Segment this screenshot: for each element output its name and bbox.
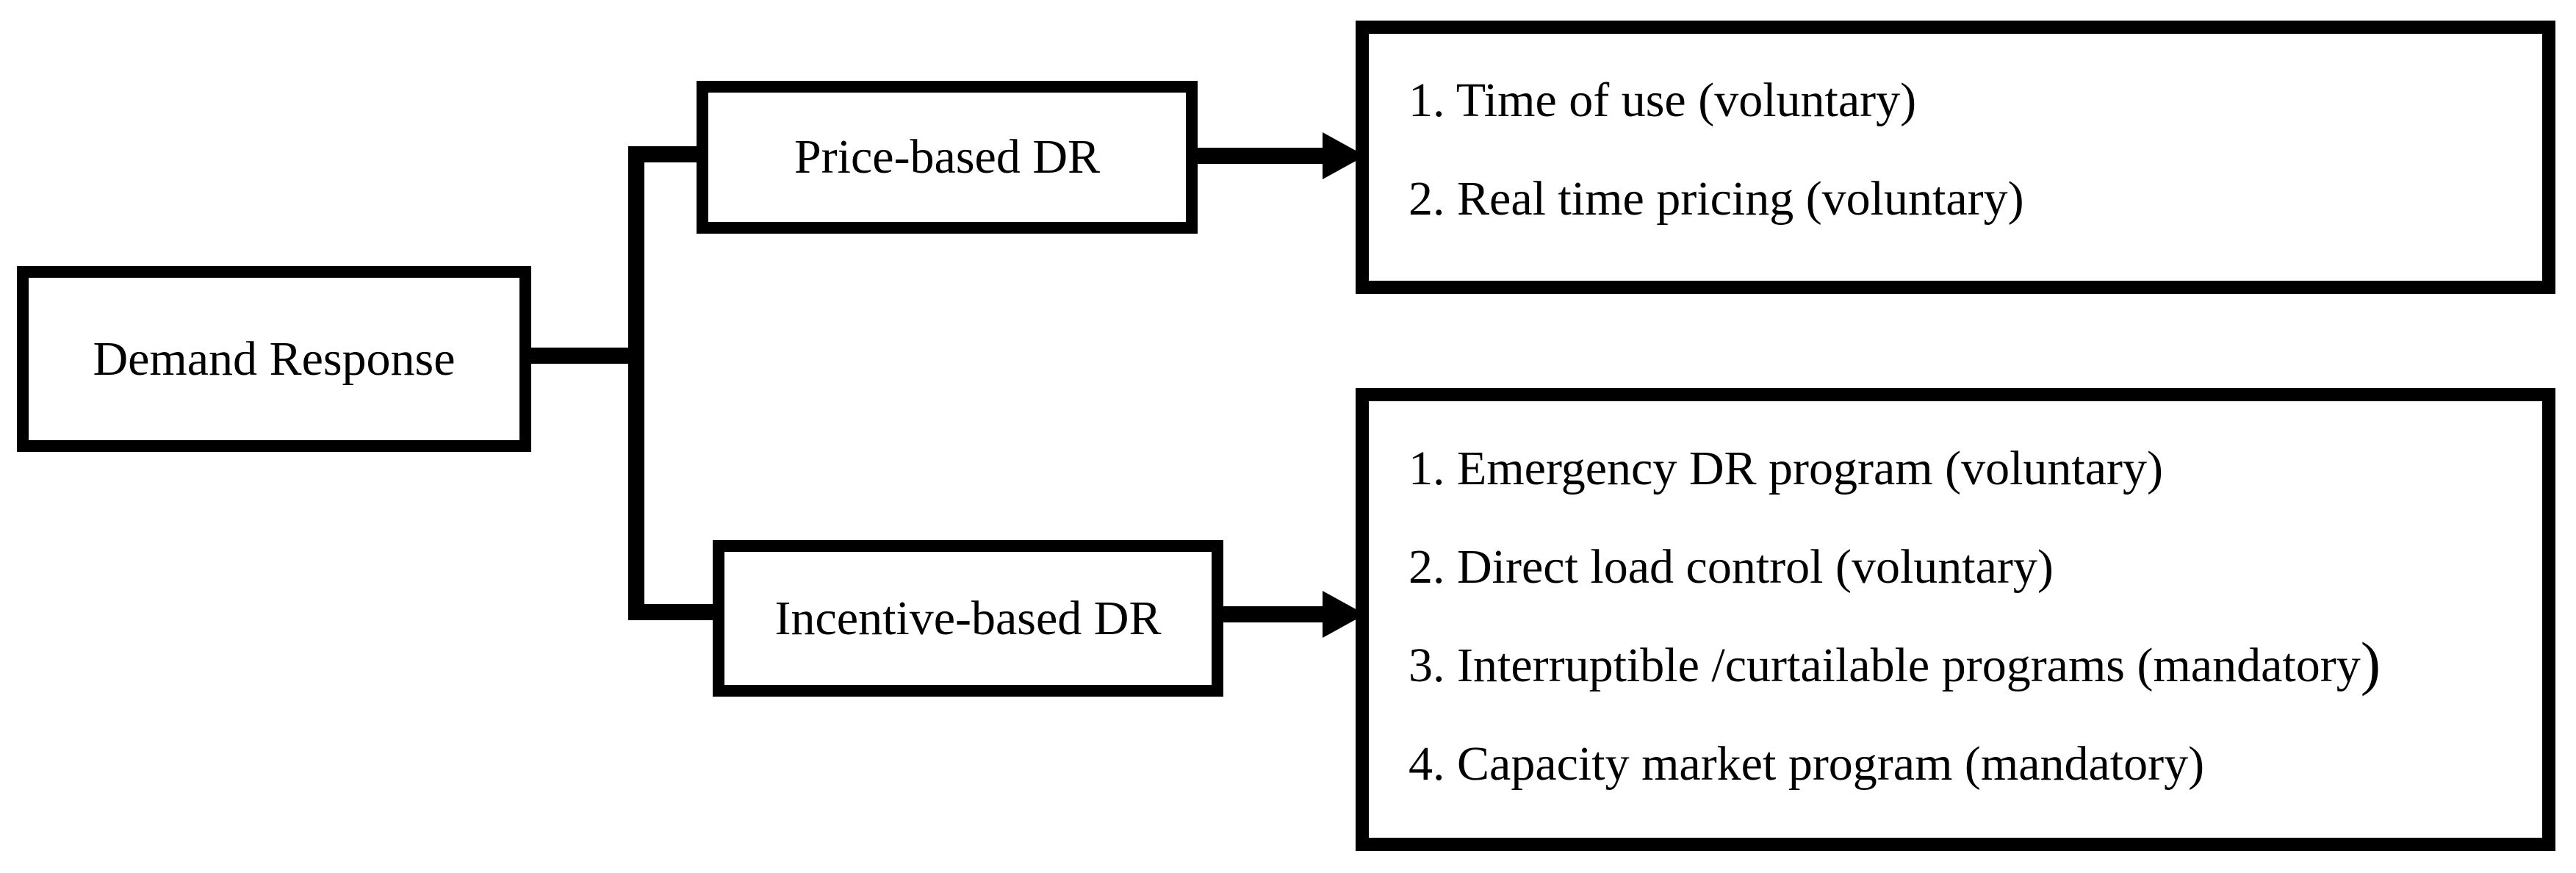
connector-branch-incentive	[628, 604, 724, 620]
price-programs-box: 1. Time of use (voluntary) 2. Real time …	[1356, 21, 2555, 294]
list-item: 1. Emergency DR program (voluntary)	[1408, 420, 2520, 518]
incentive-based-dr-label: Incentive-based DR	[774, 591, 1162, 645]
connector-incentive-arrow-shaft	[1212, 606, 1325, 622]
list-item-text: 2. Real time pricing (voluntary)	[1408, 172, 2024, 226]
list-item-text: 1. Time of use (voluntary)	[1408, 73, 1917, 127]
connector-root-stub	[518, 348, 644, 364]
price-based-dr-box: Price-based DR	[697, 81, 1198, 234]
list-item-text: 3. Interruptible /curtailable programs (…	[1408, 639, 2361, 692]
connector-trunk	[628, 146, 644, 620]
list-item: 2. Real time pricing (voluntary)	[1408, 150, 2520, 248]
list-item: 3. Interruptible /curtailable programs (…	[1408, 617, 2520, 715]
list-item-suffix: )	[2360, 630, 2381, 697]
list-item: 2. Direct load control (voluntary)	[1408, 518, 2520, 617]
connector-price-arrow-shaft	[1186, 148, 1325, 164]
incentive-based-dr-box: Incentive-based DR	[713, 540, 1223, 697]
list-item: 4. Capacity market program (mandatory)	[1408, 715, 2520, 813]
incentive-programs-box: 1. Emergency DR program (voluntary) 2. D…	[1356, 388, 2555, 851]
connector-branch-price	[628, 146, 709, 162]
price-based-dr-label: Price-based DR	[794, 130, 1101, 184]
list-item-text: 1. Emergency DR program (voluntary)	[1408, 442, 2163, 495]
list-item-text: 4. Capacity market program (mandatory)	[1408, 737, 2205, 791]
list-item: 1. Time of use (voluntary)	[1408, 51, 2520, 150]
list-item-text: 2. Direct load control (voluntary)	[1408, 540, 2054, 594]
demand-response-box: Demand Response	[17, 266, 531, 452]
demand-response-label: Demand Response	[93, 331, 456, 386]
